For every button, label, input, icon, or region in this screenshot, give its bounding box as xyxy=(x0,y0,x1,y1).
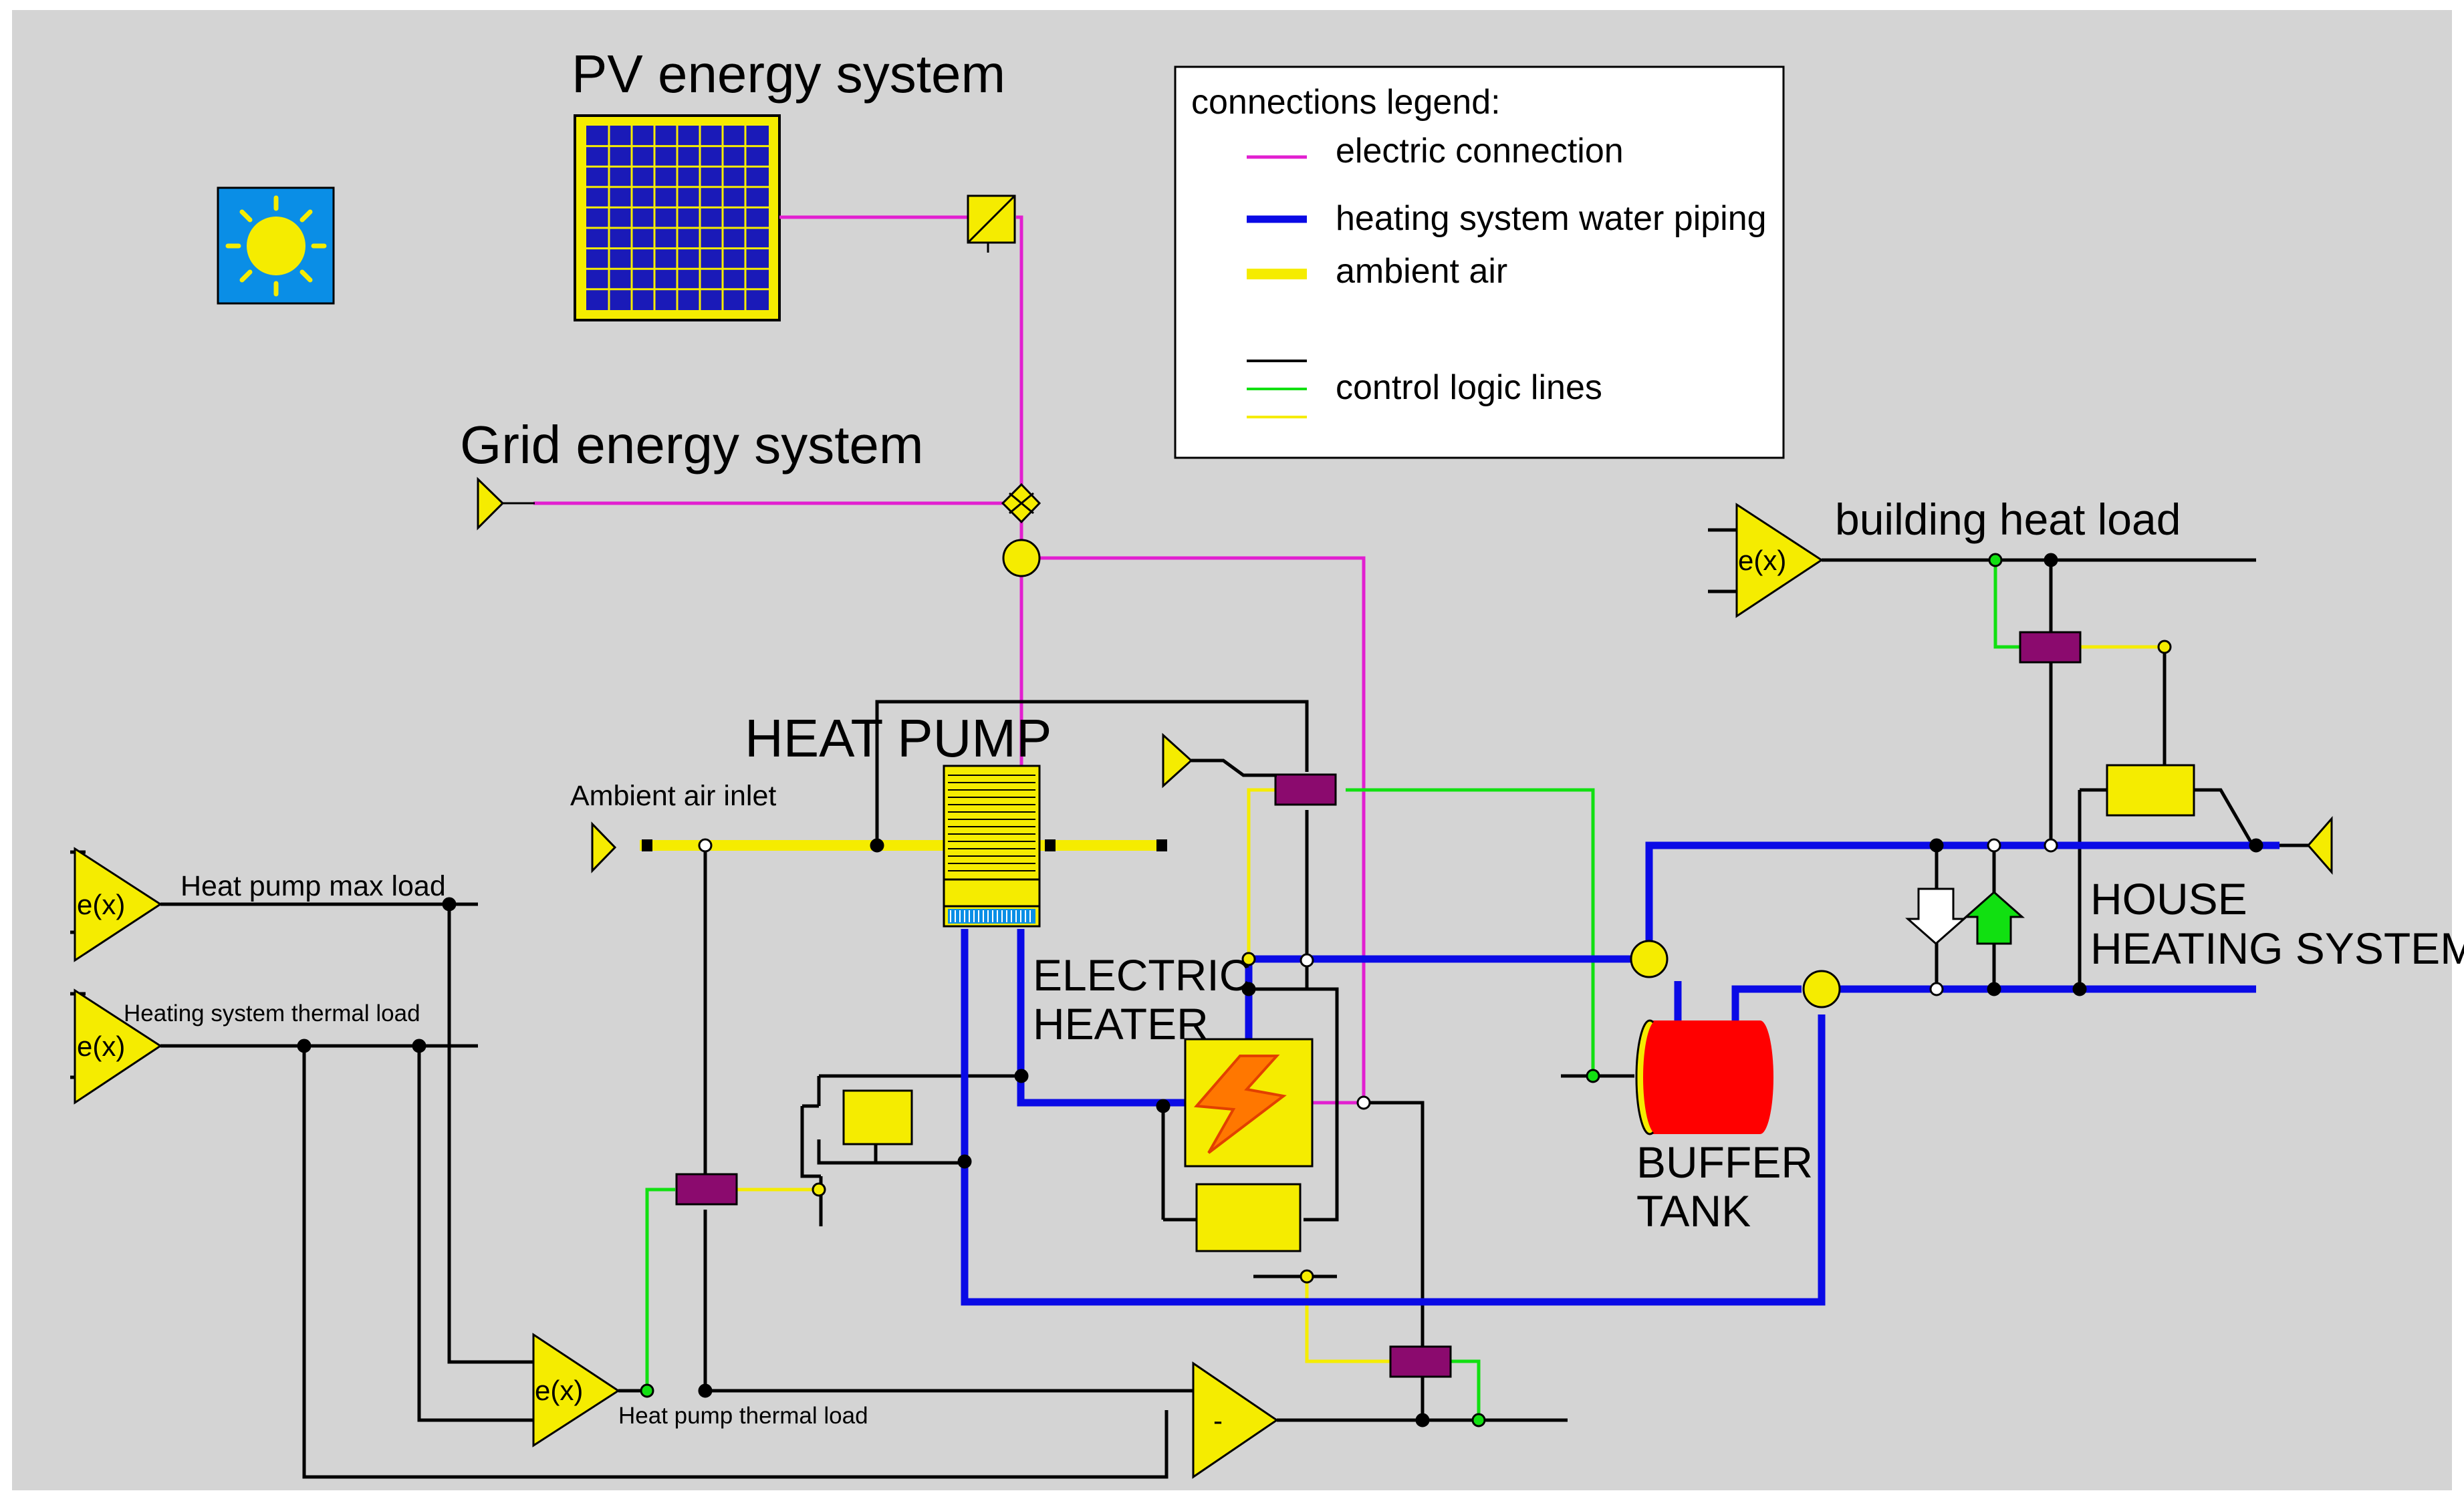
buffer-tank-icon[interactable] xyxy=(1635,1019,1773,1135)
heater-control-valve-icon[interactable] xyxy=(1274,773,1337,806)
junction-dot xyxy=(698,1383,713,1398)
svg-text:e(x): e(x) xyxy=(1738,545,1786,576)
hp-control-valve-icon[interactable] xyxy=(675,1173,738,1206)
heater-source-icon[interactable] xyxy=(1162,732,1193,789)
junction-dot xyxy=(1586,1069,1600,1083)
junction-dot xyxy=(297,1039,312,1053)
junction-dot xyxy=(1014,1069,1029,1083)
control-lines-green xyxy=(645,560,2022,1420)
hp-max-load-function-block[interactable]: e(x) xyxy=(74,847,162,962)
power-meter-icon[interactable] xyxy=(1002,539,1041,577)
svg-text:-: - xyxy=(1213,1405,1223,1436)
junction-dot xyxy=(1356,1095,1371,1110)
pv-panel-icon[interactable] xyxy=(574,114,781,321)
legend-title: connections legend: xyxy=(1191,83,1501,122)
junction-dot xyxy=(1988,553,2003,567)
control-lines-black xyxy=(70,528,2310,1479)
check-valve-down-icon[interactable] xyxy=(1905,888,1967,945)
thermal-load-label: Heating system thermal load xyxy=(124,1000,420,1027)
hp-thermal-load-function-block[interactable]: e(x) xyxy=(532,1333,620,1448)
house-controller-box[interactable] xyxy=(2106,764,2195,817)
sun-icon[interactable] xyxy=(217,186,335,305)
electric-heater-title-2: HEATER xyxy=(1033,999,1209,1049)
junction-dot xyxy=(2249,838,2263,853)
buffer-tank-title-1: BUFFER xyxy=(1636,1137,1813,1187)
junction-dot xyxy=(1415,1413,1430,1427)
legend-electric-label: electric connection xyxy=(1336,132,1624,170)
building-control-valve-icon[interactable] xyxy=(2019,631,2082,664)
hp-thermal-load-label: Heat pump thermal load xyxy=(618,1403,868,1429)
ambient-air-duct xyxy=(640,839,1167,851)
check-valve-up-icon[interactable] xyxy=(1963,891,2025,945)
heater-controller-box[interactable] xyxy=(1195,1183,1302,1252)
svg-text:e(x): e(x) xyxy=(535,1375,583,1406)
junction-dot xyxy=(812,1182,826,1197)
junction-dot xyxy=(1929,838,1944,853)
junction-dot xyxy=(1300,1269,1314,1284)
svg-text:e(x): e(x) xyxy=(77,889,125,920)
power-junction-icon[interactable] xyxy=(1001,483,1041,524)
ambient-air-source-icon[interactable] xyxy=(591,821,617,873)
house-heating-title-1: HOUSE xyxy=(2090,874,2247,924)
junction-dot xyxy=(1300,953,1314,968)
ambient-air-inlet-label: Ambient air inlet xyxy=(570,780,776,812)
house-heating-title-2: HEATING SYSTEM xyxy=(2090,924,2464,973)
grid-system-title: Grid energy system xyxy=(460,415,924,474)
junction-dot xyxy=(2044,838,2058,853)
junction-dot xyxy=(412,1039,426,1053)
junction-dot xyxy=(1241,982,1256,996)
junction-dot xyxy=(870,838,884,853)
junction-dot xyxy=(2072,982,2087,996)
grid-source-icon[interactable] xyxy=(477,476,535,531)
junction-dot xyxy=(2044,553,2058,567)
junction-dots xyxy=(297,553,2263,1427)
junction-dot xyxy=(957,1154,972,1169)
buffer-tank-title-2: TANK xyxy=(1636,1186,1751,1236)
electric-connections xyxy=(533,215,1366,1105)
junction-dot xyxy=(1156,1099,1171,1113)
house-return-pump-icon[interactable] xyxy=(1802,970,1841,1008)
legend-control-label: control logic lines xyxy=(1336,368,1602,407)
building-heat-load-label: building heat load xyxy=(1835,495,2181,544)
pv-system-title: PV energy system xyxy=(572,44,1005,104)
connections-legend: connections legend: electric connection … xyxy=(1174,65,1785,459)
junction-dot xyxy=(1241,952,1256,966)
load-control-valve-icon[interactable] xyxy=(1389,1345,1452,1378)
junction-dot xyxy=(640,1383,654,1398)
junction-dot xyxy=(698,838,713,853)
electric-heater-icon[interactable] xyxy=(1184,1038,1314,1168)
building-load-function-block[interactable]: e(x) xyxy=(1735,503,1824,618)
legend-air-label: ambient air xyxy=(1336,252,1507,291)
svg-text:e(x): e(x) xyxy=(77,1031,125,1062)
junction-dot xyxy=(2157,640,2172,654)
hp-controller-box[interactable] xyxy=(842,1089,913,1145)
house-sink-icon[interactable] xyxy=(2307,816,2333,875)
junction-dot xyxy=(1987,838,2001,853)
legend-water-label: heating system water piping xyxy=(1336,199,1767,238)
heat-pump-icon[interactable] xyxy=(943,765,1041,928)
subtract-block[interactable]: - xyxy=(1192,1361,1279,1479)
inverter-icon[interactable] xyxy=(967,194,1016,253)
junction-dot xyxy=(1471,1413,1486,1427)
junction-dot xyxy=(1929,982,1944,996)
junction-dot xyxy=(442,897,457,912)
hp-max-load-label: Heat pump max load xyxy=(180,870,446,902)
thermal-load-function-block[interactable]: e(x) xyxy=(74,988,162,1105)
electric-heater-title-1: ELECTRIC xyxy=(1033,950,1251,1000)
heat-pump-title: HEAT PUMP xyxy=(745,708,1052,768)
tank-inlet-pump-icon[interactable] xyxy=(1630,940,1669,978)
junction-dot xyxy=(1987,982,2001,996)
